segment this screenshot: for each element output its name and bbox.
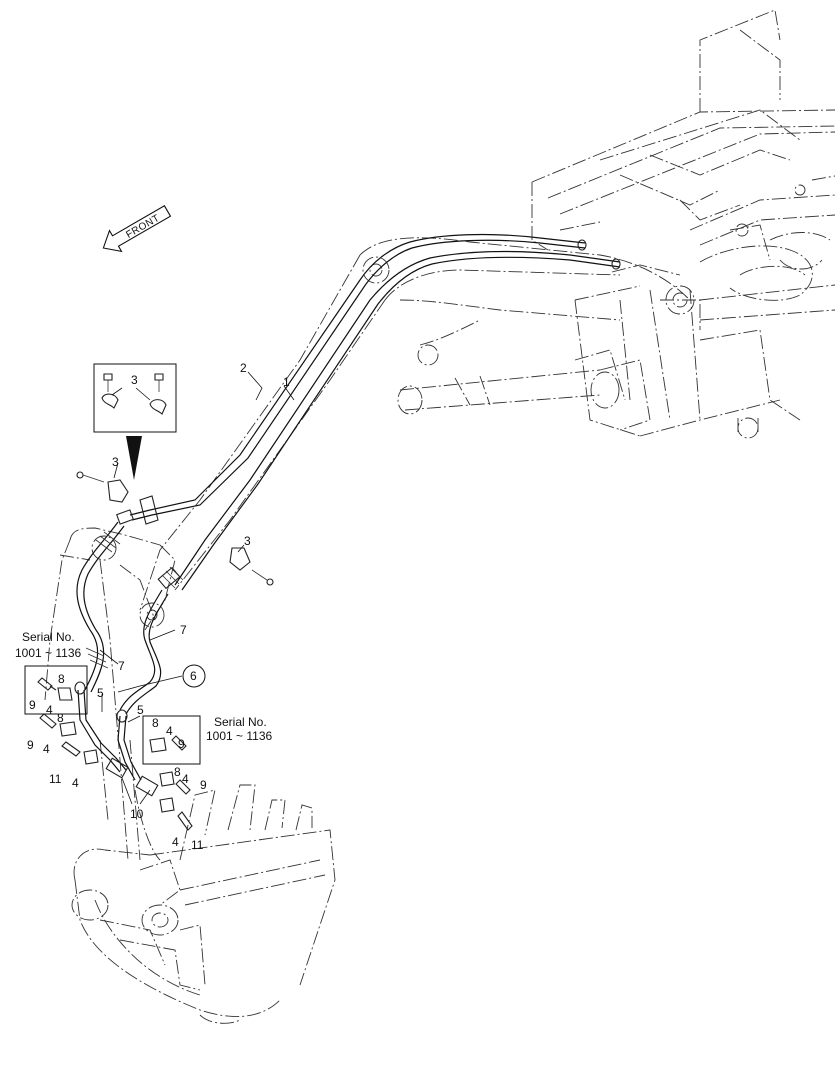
callout-4-d: 4 (166, 724, 173, 738)
callout-3-right: 3 (244, 534, 251, 548)
callout-11-b: 11 (191, 838, 204, 852)
serial-note-left: Serial No. 1001 ~ 1136 (15, 630, 82, 660)
callout-9-b: 9 (27, 738, 34, 752)
front-direction-arrow: FRONT (102, 205, 172, 253)
callout-9-d: 9 (200, 778, 207, 792)
callout-9-c: 9 (178, 737, 185, 751)
leader-lines (99, 371, 295, 805)
callout-4-f: 4 (172, 835, 179, 849)
callout-8-d: 8 (174, 765, 181, 779)
inset-clamp-detail (93, 363, 177, 480)
boom-outline (139, 237, 695, 611)
pipes-1-2 (74, 233, 621, 797)
serial-note-left-line2: 1001 ~ 1136 (15, 646, 82, 660)
callout-6: 6 (190, 669, 197, 683)
serial-note-right-line1: Serial No. (214, 715, 267, 729)
callout-8-b: 8 (57, 711, 64, 725)
callout-6-circle (182, 664, 206, 688)
callout-11-a: 11 (49, 772, 62, 786)
clamp-parts (76, 471, 274, 586)
callout-1: 1 (283, 375, 290, 389)
callout-10: 10 (130, 807, 144, 821)
arm-bucket-outline (44, 527, 336, 1024)
callout-7-right: 7 (180, 623, 187, 637)
callout-8-a: 8 (58, 672, 65, 686)
callout-7-left: 7 (118, 659, 125, 673)
serial-note-left-line1: Serial No. (22, 630, 75, 644)
callout-4-b: 4 (43, 742, 50, 756)
fastener-sets (24, 665, 201, 831)
callout-2: 2 (240, 361, 247, 375)
callout-4-e: 4 (182, 772, 189, 786)
serial-note-right-line2: 1001 ~ 1136 (206, 729, 273, 743)
callout-5-left: 5 (97, 686, 104, 700)
upper-structure-outline (531, 9, 835, 439)
callout-3-inset: 3 (131, 373, 138, 387)
callout-4-c: 4 (72, 776, 79, 790)
callout-3-left: 3 (112, 455, 119, 469)
callout-8-c: 8 (152, 716, 159, 730)
callout-9-a: 9 (29, 698, 36, 712)
serial-note-right: Serial No. 1001 ~ 1136 (206, 715, 273, 743)
callout-4-a: 4 (46, 703, 53, 717)
callouts: 1 2 3 3 3 7 7 6 5 5 8 9 4 8 9 4 11 4 8 4… (27, 361, 290, 852)
callout-5-right: 5 (137, 703, 144, 717)
